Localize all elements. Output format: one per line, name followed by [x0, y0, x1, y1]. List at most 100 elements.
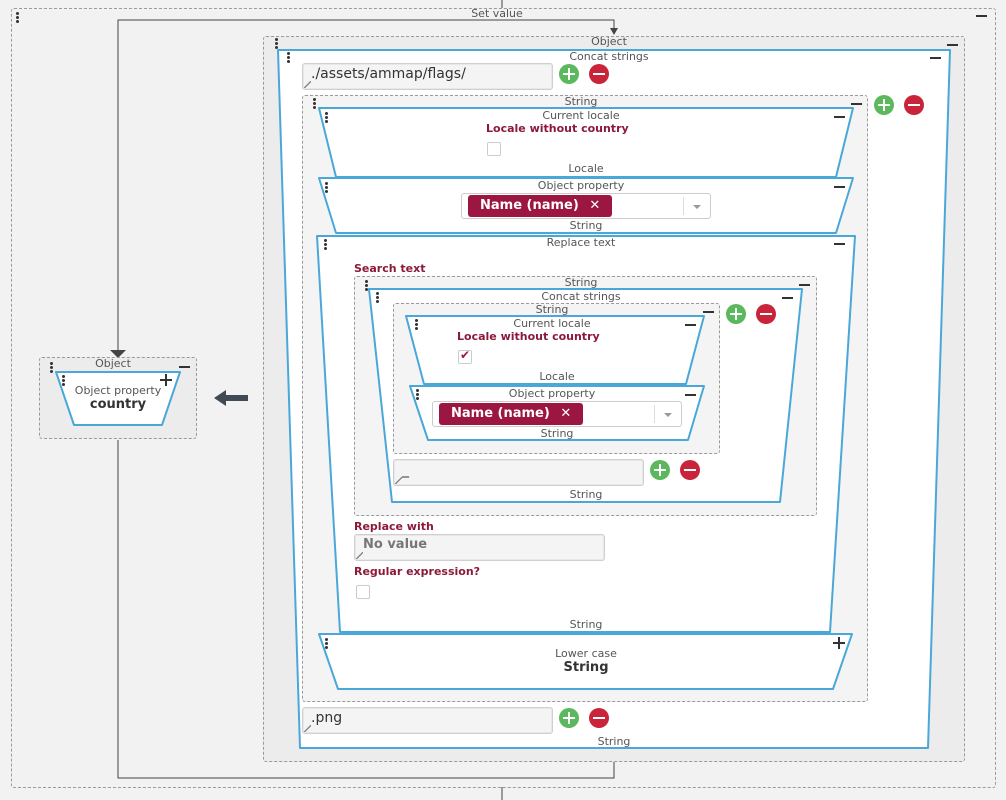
concat-last-remove-button[interactable]: [589, 708, 609, 728]
string-group-add-button[interactable]: [874, 95, 894, 115]
object-property-1-tag-label: Name (name): [480, 198, 579, 213]
checkmark-icon: ✔: [460, 348, 471, 362]
set-value-title: Set value: [471, 7, 523, 20]
concat-first-value: ./assets/ammap/flags/: [311, 66, 466, 82]
resize-handle-icon[interactable]: [356, 552, 363, 559]
current-locale-1-title: Current locale: [542, 109, 620, 122]
replace-text-collapse-icon[interactable]: [834, 243, 845, 245]
lower-case-title: Lower case: [555, 647, 617, 660]
object-property-2-output: String: [540, 427, 574, 440]
dropdown-caret-icon[interactable]: [664, 413, 672, 417]
current-locale-2-option-label: Locale without country: [457, 330, 600, 343]
current-locale-1-option-label: Locale without country: [486, 122, 629, 135]
concat-outer-title: Concat strings: [569, 50, 649, 63]
object-property-1-menu-icon[interactable]: [325, 182, 329, 194]
string-group-title: String: [564, 95, 598, 108]
tag-remove-icon[interactable]: ✕: [560, 406, 572, 421]
current-locale-1-collapse-icon[interactable]: [834, 116, 845, 118]
string-group-remove-button[interactable]: [904, 95, 924, 115]
object-property-1-output: String: [569, 219, 603, 232]
left-prop-value: country: [89, 397, 147, 412]
left-object-shape: [55, 371, 181, 426]
lower-case-expand-icon[interactable]: [833, 637, 845, 649]
object-property-2-tag[interactable]: Name (name) ✕: [439, 403, 584, 425]
object-property-1-collapse-icon[interactable]: [834, 186, 845, 188]
replace-text-output: String: [569, 618, 603, 631]
current-locale-2-collapse-icon[interactable]: [685, 324, 696, 326]
lower-case-menu-icon[interactable]: [325, 638, 329, 650]
concat-outer-collapse-icon[interactable]: [930, 57, 941, 59]
inner-string-value: _: [402, 462, 409, 478]
object-property-2-select[interactable]: Name (name) ✕: [432, 401, 682, 427]
concat-inner-output: String: [569, 488, 603, 501]
outer-object-collapse-icon[interactable]: [947, 44, 958, 46]
left-prop-expand-icon[interactable]: [160, 374, 172, 386]
inner-input-remove-button[interactable]: [680, 460, 700, 480]
select-separator: [654, 405, 655, 423]
string-group-menu-icon[interactable]: [313, 98, 317, 110]
inner-string-group-remove-button[interactable]: [756, 304, 776, 324]
set-value-collapse-icon[interactable]: [976, 15, 987, 17]
regex-label: Regular expression?: [354, 565, 481, 578]
concat-first-remove-button[interactable]: [589, 64, 609, 84]
concat-inner-menu-icon[interactable]: [376, 292, 380, 304]
current-locale-2-menu-icon[interactable]: [415, 319, 419, 331]
object-property-2-title: Object property: [508, 387, 596, 400]
replace-with-label: Replace with: [354, 520, 434, 533]
inner-string-input[interactable]: _: [393, 459, 644, 486]
string-group-collapse-icon[interactable]: [851, 103, 862, 105]
current-locale-2-output: Locale: [539, 370, 575, 383]
concat-last-add-button[interactable]: [559, 708, 579, 728]
outer-object-title: Object: [591, 35, 627, 48]
search-text-label: Search text: [354, 262, 426, 275]
concat-last-value: .png: [311, 710, 343, 726]
resize-handle-icon[interactable]: [395, 477, 402, 484]
current-locale-1-output: Locale: [568, 162, 604, 175]
concat-inner-title: Concat strings: [541, 290, 621, 303]
dropdown-caret-icon[interactable]: [693, 205, 701, 209]
resize-handle-icon[interactable]: [304, 725, 311, 732]
object-property-1-tag[interactable]: Name (name) ✕: [468, 195, 613, 217]
left-prop-menu-icon[interactable]: [62, 375, 66, 387]
resize-handle-icon[interactable]: [304, 81, 311, 88]
replace-with-input[interactable]: No value: [354, 534, 605, 561]
object-property-1-title: Object property: [537, 179, 625, 192]
concat-last-input[interactable]: .png: [302, 707, 553, 734]
outer-object-menu-icon[interactable]: [275, 38, 279, 50]
set-value-menu-icon[interactable]: [16, 12, 20, 24]
object-property-2-collapse-icon[interactable]: [685, 394, 696, 396]
lower-case-subtitle: String: [563, 660, 609, 675]
replace-with-placeholder: No value: [363, 537, 428, 552]
left-object-menu-icon[interactable]: [50, 362, 54, 374]
inner-string-group-add-button[interactable]: [726, 304, 746, 324]
concat-outer-menu-icon[interactable]: [287, 52, 291, 64]
inner-string-group-title: String: [535, 303, 569, 316]
current-locale-1-checkbox[interactable]: [487, 142, 501, 156]
object-property-1-select[interactable]: Name (name) ✕: [461, 193, 711, 219]
left-object-title: Object: [95, 357, 131, 370]
tag-remove-icon[interactable]: ✕: [589, 198, 601, 213]
search-group-menu-icon[interactable]: [365, 280, 369, 292]
search-group-collapse-icon[interactable]: [799, 284, 810, 286]
search-group-title: String: [564, 276, 598, 289]
select-separator: [683, 197, 684, 215]
replace-text-menu-icon[interactable]: [324, 239, 328, 251]
current-locale-2-title: Current locale: [513, 317, 591, 330]
concat-first-add-button[interactable]: [559, 64, 579, 84]
regex-checkbox[interactable]: [356, 585, 370, 599]
set-value-block: [11, 8, 996, 788]
concat-first-input[interactable]: ./assets/ammap/flags/: [302, 63, 553, 90]
left-object-collapse-icon[interactable]: [179, 366, 190, 368]
concat-inner-collapse-icon[interactable]: [782, 297, 793, 299]
current-locale-1-menu-icon[interactable]: [325, 112, 329, 124]
inner-string-group-collapse-icon[interactable]: [703, 311, 714, 313]
current-locale-2-checkbox[interactable]: ✔: [458, 348, 472, 364]
inner-input-add-button[interactable]: [650, 460, 670, 480]
concat-outer-output: String: [597, 735, 631, 748]
object-property-2-menu-icon[interactable]: [416, 389, 420, 401]
replace-text-title: Replace text: [546, 236, 616, 249]
object-property-2-tag-label: Name (name): [451, 406, 550, 421]
left-prop-label: Object property: [74, 384, 162, 397]
